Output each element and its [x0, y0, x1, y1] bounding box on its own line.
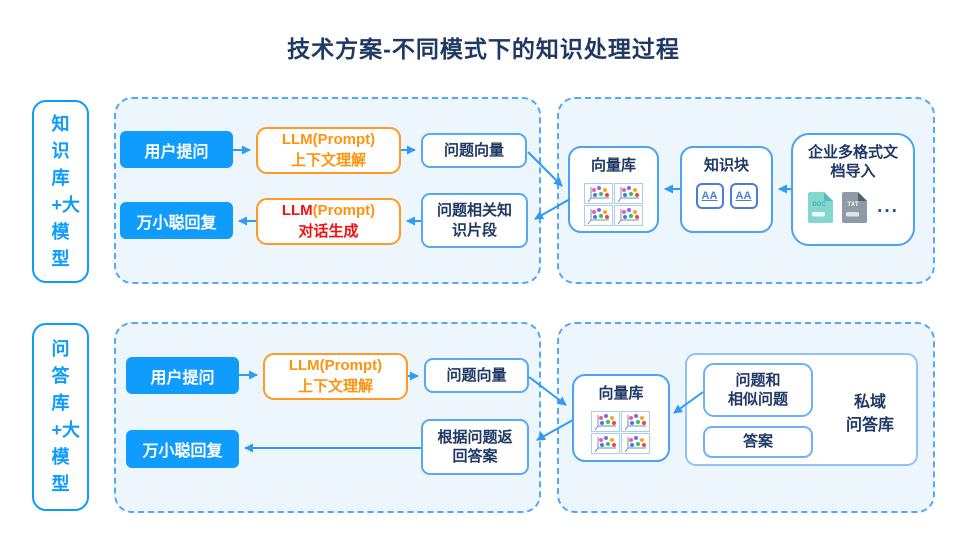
node-reply-1: 万小聪回复	[120, 202, 233, 239]
node-llm-dialog-generate: LLM(Prompt) 对话生成	[256, 198, 401, 245]
svg-text:DOC: DOC	[812, 202, 826, 208]
node-user-question-2: 用户提问	[126, 357, 239, 394]
text-aa-chip-icon: AA	[695, 182, 724, 209]
node-question-vector-2: 问题向量	[424, 358, 529, 393]
doc-file-icon: DOC	[808, 191, 834, 223]
node-llm-context-1: LLM(Prompt) 上下文理解	[256, 127, 401, 174]
txt-file-icon: TXT	[842, 191, 868, 223]
panel-row1-left	[114, 97, 541, 284]
side-label-knowledge-base: 知识库+大模型	[32, 100, 89, 283]
panel-row2-left	[114, 322, 541, 513]
page-title: 技术方案-不同模式下的知识处理过程	[287, 36, 680, 62]
node-doc-import: 企业多格式文档导入 DOC TXT ...	[791, 133, 915, 246]
node-user-question-1: 用户提问	[120, 131, 233, 168]
scatter-plot-grid-icon	[591, 411, 651, 455]
node-question-similar: 问题和 相似问题	[703, 363, 813, 417]
side-label-qa-base: 问答库+大模型	[32, 323, 89, 511]
text-aa-chip-icon: AA	[729, 182, 758, 209]
node-llm-context-2: LLM(Prompt) 上下文理解	[263, 353, 408, 400]
node-vector-db-1: 向量库	[568, 146, 659, 233]
scatter-plot-grid-icon	[584, 183, 644, 227]
node-question-vector-1: 问题向量	[421, 133, 527, 168]
label-private-qa-library: 私域 问答库	[845, 394, 894, 435]
node-knowledge-chunk: 知识块 AA AA	[680, 146, 773, 233]
node-return-answer: 根据问题返回答案	[421, 419, 529, 475]
svg-text:TXT: TXT	[847, 202, 859, 208]
node-related-knowledge: 问题相关知识片段	[421, 193, 528, 248]
node-answer: 答案	[703, 426, 813, 458]
node-vector-db-2: 向量库	[572, 374, 670, 462]
node-reply-2: 万小聪回复	[126, 430, 239, 468]
